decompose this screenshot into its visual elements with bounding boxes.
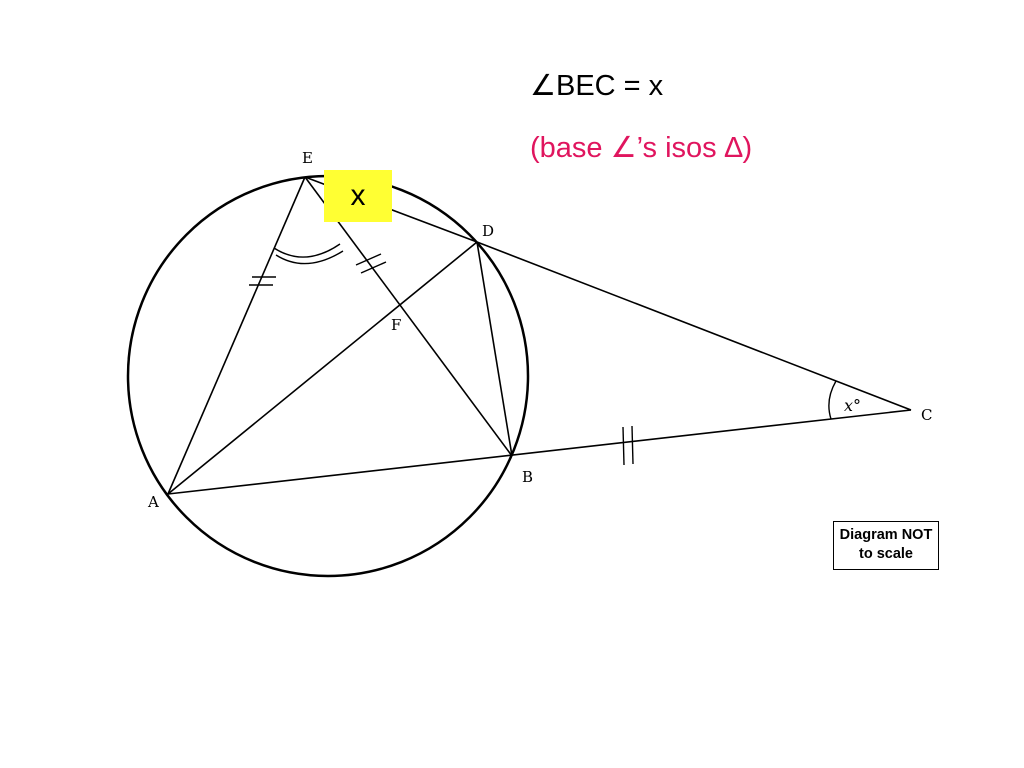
reason-angle-symbol: ∠	[610, 132, 637, 164]
segment-dc	[476, 241, 912, 411]
point-label-a: A	[147, 493, 159, 511]
segment-eb	[304, 176, 513, 457]
highlighted-angle-x: x	[324, 170, 392, 222]
angle-symbol: ∠	[530, 70, 556, 102]
point-label-c: C	[921, 406, 932, 424]
point-label-d: D	[482, 222, 494, 240]
statement-text: BEC = x	[556, 70, 664, 102]
segment-db	[476, 241, 513, 457]
highlighted-angle-text: x	[350, 179, 366, 212]
angle-label-c: x°	[844, 396, 861, 415]
not-to-scale-note: Diagram NOT to scale	[833, 521, 939, 570]
segment-ae	[167, 176, 306, 495]
circle	[126, 174, 530, 578]
point-label-b: B	[522, 468, 533, 486]
tick-ef-2	[360, 261, 387, 274]
angle-arc-e-outer	[273, 243, 341, 258]
note-line-2: to scale	[859, 546, 913, 562]
tick-bc-1	[622, 426, 625, 466]
reason-middle: ’s isos	[636, 132, 725, 164]
note-line-1: Diagram NOT	[839, 527, 933, 543]
segment-ac	[167, 409, 912, 495]
angle-arc-c	[828, 380, 837, 420]
angle-reason: (base ∠’s isos ∆)	[530, 130, 752, 165]
tick-bc-2	[631, 425, 634, 465]
point-label-f: F	[391, 316, 401, 334]
angle-statement: ∠BEC = x	[530, 68, 663, 103]
reason-open: (base	[530, 132, 611, 164]
point-label-e: E	[302, 149, 313, 167]
reason-close: )	[742, 132, 753, 164]
angle-arc-e-inner	[275, 250, 344, 265]
segment-ad	[167, 241, 478, 495]
tick-ef-1	[355, 253, 382, 266]
reason-triangle-symbol: ∆	[724, 132, 743, 164]
